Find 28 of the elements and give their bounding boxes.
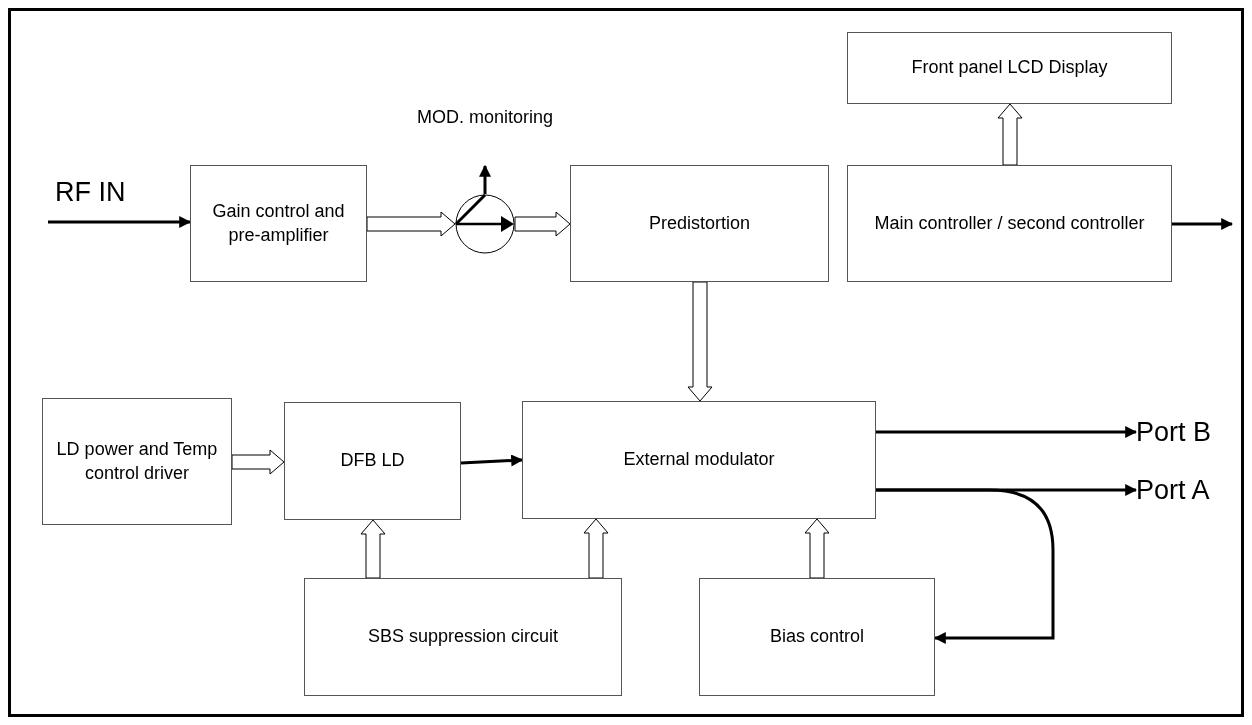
arrow bbox=[1172, 218, 1234, 230]
block-box: DFB LD bbox=[284, 402, 461, 520]
arrow bbox=[479, 164, 491, 194]
block-box: Front panel LCD Display bbox=[847, 32, 1172, 104]
block-box: Main controller / second controller bbox=[847, 165, 1172, 282]
hollow-arrow bbox=[360, 519, 386, 579]
hollow-arrow bbox=[366, 211, 456, 237]
hollow-arrow bbox=[687, 281, 713, 402]
hollow-arrow bbox=[804, 518, 830, 579]
arrow bbox=[48, 216, 192, 228]
port-label: Port A bbox=[1136, 470, 1236, 510]
hollow-arrow bbox=[583, 518, 609, 579]
hollow-arrow bbox=[514, 211, 571, 237]
coupler-circle bbox=[455, 194, 515, 254]
block-box: SBS suppression circuit bbox=[304, 578, 622, 696]
block-box: External modulator bbox=[522, 401, 876, 519]
input-label: RF IN bbox=[55, 176, 126, 209]
block-box: LD power and Temp control driver bbox=[42, 398, 232, 525]
caption-text: MOD. monitoring bbox=[415, 106, 554, 129]
arrow bbox=[460, 454, 524, 467]
arrow bbox=[876, 426, 1138, 438]
arrow bbox=[876, 488, 1055, 644]
block-box: Bias control bbox=[699, 578, 935, 696]
hollow-arrow bbox=[231, 449, 285, 475]
port-label: Port B bbox=[1136, 412, 1236, 452]
hollow-arrow bbox=[997, 103, 1023, 166]
block-box: Gain control and pre-amplifier bbox=[190, 165, 367, 282]
block-box: Predistortion bbox=[570, 165, 829, 282]
